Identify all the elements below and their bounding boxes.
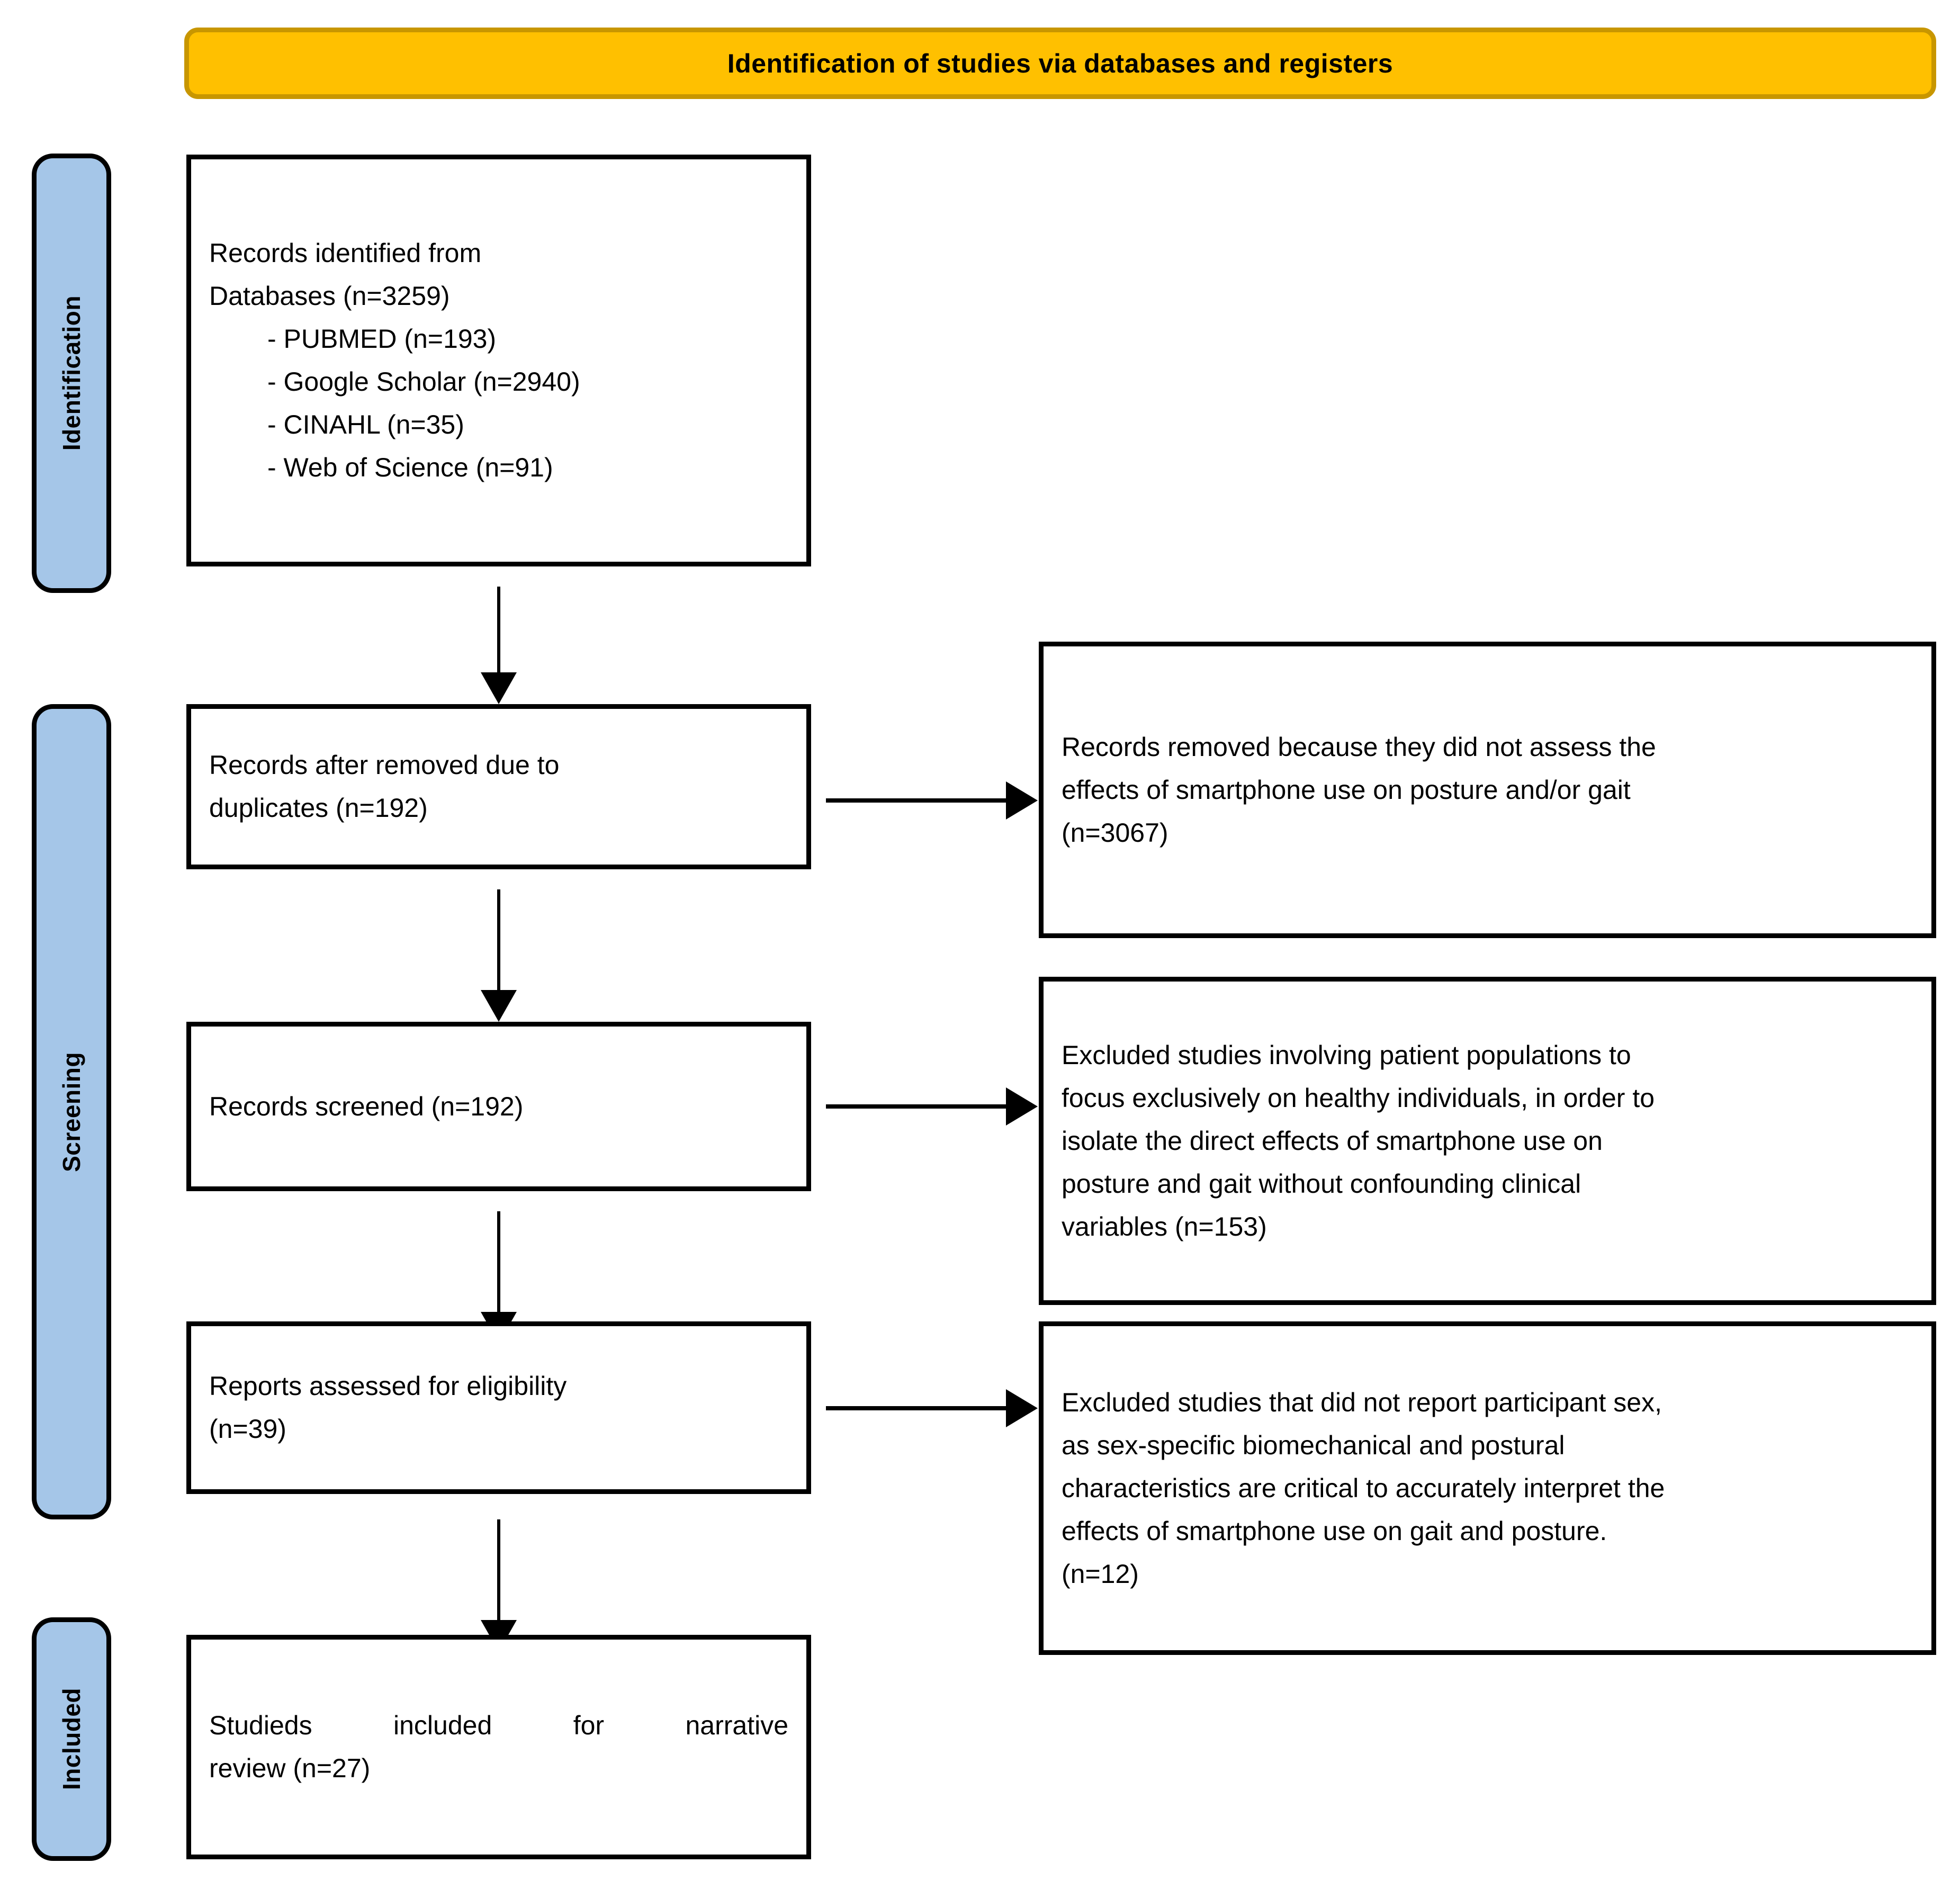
excluded-patients-line3: isolate the direct effects of smartphone… [1062, 1126, 1603, 1156]
stage-label-screening: Screening [58, 1051, 85, 1172]
records-identified-line1: Records identified from [209, 238, 482, 268]
stage-bar-included: Included [32, 1617, 111, 1861]
stage-label-included: Included [58, 1688, 85, 1790]
excluded-patients-line2: focus exclusively on healthy individuals… [1062, 1083, 1655, 1113]
included-final-line1: Studieds included for narrative [209, 1711, 788, 1740]
excluded-patients-line1: Excluded studies involving patient popul… [1062, 1040, 1631, 1070]
box-reports-assessed-eligibility: Reports assessed for eligibility (n=39) [186, 1321, 811, 1494]
excluded-patients-line4: posture and gait without confounding cli… [1062, 1168, 1581, 1199]
box-records-identified-text: Records identified from Databases (n=325… [191, 232, 806, 489]
box-excluded-no-participant-sex-text: Excluded studies that did not report par… [1044, 1381, 1931, 1596]
source-google-scholar: - Google Scholar (n=2940) [267, 367, 580, 397]
records-screened-line1: Records screened (n=192) [209, 1091, 524, 1121]
stage-bar-identification: Identification [32, 154, 111, 593]
box-excluded-no-participant-sex: Excluded studies that did not report par… [1039, 1321, 1936, 1655]
eligibility-line2: (n=39) [209, 1414, 286, 1444]
excluded-no-sex-line1: Excluded studies that did not report par… [1062, 1387, 1662, 1417]
removed-not-assess-line3: (n=3067) [1062, 817, 1168, 848]
removed-not-assess-line2: effects of smartphone use on posture and… [1062, 775, 1631, 805]
box-records-removed-not-assess-text: Records removed because they did not ass… [1044, 726, 1931, 854]
eligibility-line1: Reports assessed for eligibility [209, 1371, 567, 1401]
box-excluded-patient-populations-text: Excluded studies involving patient popul… [1044, 1034, 1931, 1248]
box-records-screened: Records screened (n=192) [186, 1022, 811, 1191]
box-records-identified: Records identified from Databases (n=325… [186, 155, 811, 566]
box-reports-assessed-eligibility-text: Reports assessed for eligibility (n=39) [191, 1365, 806, 1451]
after-duplicates-line1: Records after removed due to [209, 750, 560, 780]
included-final-line2: review (n=27) [209, 1753, 371, 1783]
excluded-no-sex-line2: as sex-specific biomechanical and postur… [1062, 1430, 1565, 1460]
box-records-after-duplicates: Records after removed due to duplicates … [186, 704, 811, 869]
box-studies-included: Studieds included for narrative review (… [186, 1635, 811, 1859]
box-studies-included-text: Studieds included for narrative review (… [191, 1704, 806, 1790]
source-cinahl: - CINAHL (n=35) [267, 410, 464, 439]
header-banner: Identification of studies via databases … [184, 28, 1936, 99]
box-excluded-patient-populations: Excluded studies involving patient popul… [1039, 977, 1936, 1305]
header-banner-title: Identification of studies via databases … [727, 48, 1393, 78]
records-identified-line2: Databases (n=3259) [209, 281, 450, 311]
stage-label-identification: Identification [58, 295, 85, 451]
box-records-screened-text: Records screened (n=192) [191, 1085, 806, 1128]
box-records-after-duplicates-text: Records after removed due to duplicates … [191, 744, 806, 830]
box-records-removed-not-assess: Records removed because they did not ass… [1039, 642, 1936, 938]
excluded-no-sex-line3: characteristics are critical to accurate… [1062, 1473, 1665, 1503]
excluded-no-sex-line5: (n=12) [1062, 1559, 1139, 1589]
stage-bar-screening: Screening [32, 704, 111, 1519]
source-web-of-science: - Web of Science (n=91) [267, 453, 553, 482]
source-pubmed: - PUBMED (n=193) [267, 324, 497, 354]
after-duplicates-line2: duplicates (n=192) [209, 793, 428, 823]
excluded-patients-line5: variables (n=153) [1062, 1211, 1267, 1241]
excluded-no-sex-line4: effects of smartphone use on gait and po… [1062, 1516, 1607, 1546]
removed-not-assess-line1: Records removed because they did not ass… [1062, 732, 1656, 762]
